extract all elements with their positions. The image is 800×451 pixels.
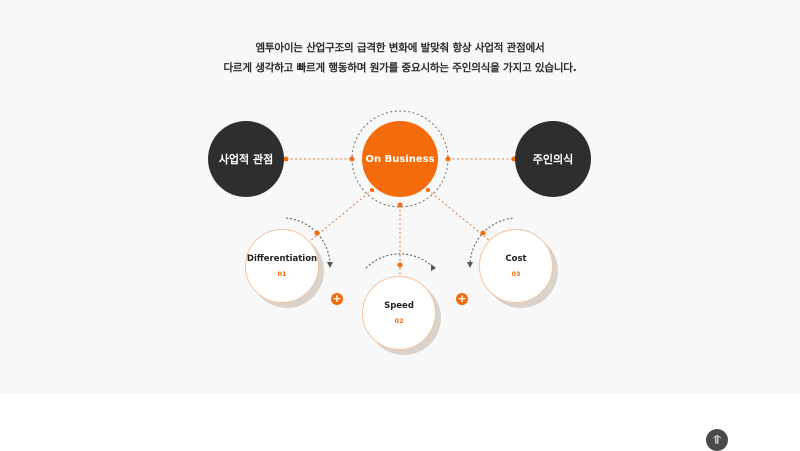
arc-differentiation [285, 217, 331, 267]
dot [397, 262, 403, 268]
differentiation-label: Differentiation [246, 254, 318, 264]
dot [370, 188, 374, 192]
arc-speed [365, 253, 435, 269]
on-business-label: On Business [365, 153, 435, 165]
plus-icon: + [456, 292, 468, 305]
arrowhead [327, 262, 333, 268]
arrowhead [467, 262, 473, 268]
scroll-top-button[interactable]: ⥣ [706, 429, 728, 451]
differentiation-node: Differentiation 01 [245, 229, 319, 303]
arrowhead [431, 264, 436, 271]
cost-node: Cost 03 [479, 229, 553, 303]
business-perspective-node: 사업적 관점 [208, 121, 284, 197]
cost-label: Cost [505, 254, 527, 264]
ownership-node: 주인의식 [515, 121, 591, 197]
dot [349, 156, 355, 162]
dot [426, 188, 430, 192]
arc-cost [469, 217, 515, 267]
dot [397, 202, 403, 208]
dot [480, 230, 486, 236]
speed-label: Speed [384, 301, 414, 311]
dot [283, 156, 289, 162]
business-perspective-label: 사업적 관점 [218, 153, 274, 166]
ownership-label: 주인의식 [532, 153, 574, 166]
on-business-node: On Business [362, 121, 438, 197]
speed-number: 02 [394, 317, 404, 325]
differentiation-number: 01 [277, 270, 287, 278]
intro-line-1: 엠투아이는 산업구조의 급격한 변화에 발맞춰 항상 사업적 관점에서 [255, 42, 545, 54]
cost-number: 03 [511, 270, 521, 278]
intro-text: 엠투아이는 산업구조의 급격한 변화에 발맞춰 항상 사업적 관점에서 다르게 … [0, 38, 800, 78]
dot [314, 230, 320, 236]
dot [445, 156, 451, 162]
speed-node: Speed 02 [362, 276, 436, 350]
connector-lines [283, 110, 517, 278]
arrow-up-icon: ⥣ [712, 433, 722, 447]
connector-cost [427, 189, 497, 247]
plus-icon: + [331, 292, 343, 305]
connector-differentiation [303, 189, 373, 247]
intro-line-2: 다르게 생각하고 빠르게 행동하며 원가를 중요시하는 주인의식을 가지고 있습… [223, 62, 577, 74]
